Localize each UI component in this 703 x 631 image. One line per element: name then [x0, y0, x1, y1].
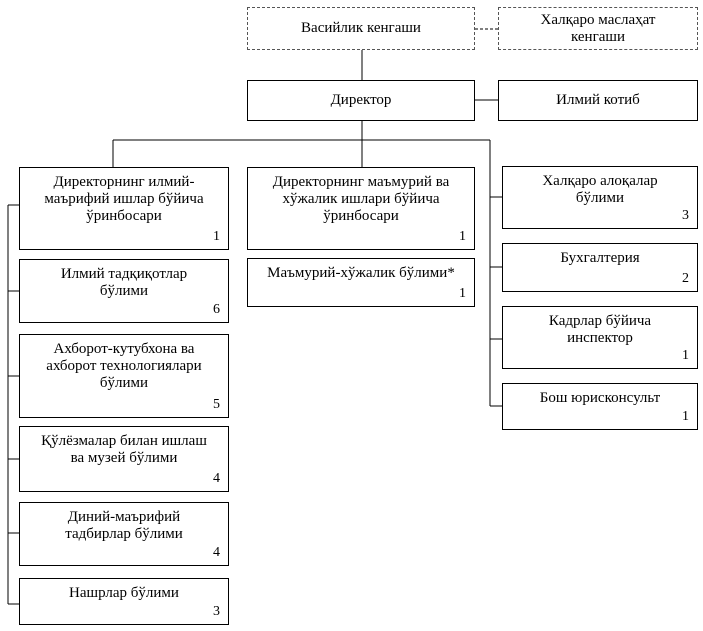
scientific-secretary-box: Илмий котиб [498, 80, 698, 121]
left-dept-label: Қўлёзмалар билан ишлаш ва музей бўлими [41, 433, 207, 466]
deputy-science-count: 1 [213, 229, 220, 244]
right-dept-box: Бухгалтерия 2 [502, 243, 698, 292]
left-dept-count: 6 [213, 302, 220, 317]
deputy-science-label: Директорнинг илмий- маърифий ишлар бўйич… [44, 174, 204, 224]
board-of-trustees-box: Васийлик кенгаши [247, 7, 475, 50]
left-dept-box: Илмий тадқиқотлар бўлими 6 [19, 259, 229, 323]
right-dept-box: Кадрлар бўйича инспектор 1 [502, 306, 698, 369]
left-dept-count: 4 [213, 471, 220, 486]
admin-dept-box: Маъмурий-хўжалик бўлими* 1 [247, 258, 475, 307]
right-dept-label: Бухгалтерия [560, 250, 640, 266]
director-box: Директор [247, 80, 475, 121]
left-dept-label: Диний-маърифий тадбирлар бўлими [65, 509, 183, 542]
right-dept-box: Бош юрисконсульт 1 [502, 383, 698, 430]
admin-dept-label: Маъмурий-хўжалик бўлими* [267, 265, 455, 281]
right-dept-label: Халқаро алоқалар бўлими [542, 173, 658, 206]
scientific-secretary-label: Илмий котиб [556, 92, 640, 108]
right-dept-box: Халқаро алоқалар бўлими 3 [502, 166, 698, 229]
left-dept-label: Илмий тадқиқотлар бўлими [60, 266, 188, 299]
deputy-admin-box: Директорнинг маъмурий ва хўжалик ишлари … [247, 167, 475, 250]
left-dept-box: Диний-маърифий тадбирлар бўлими 4 [19, 502, 229, 566]
left-dept-label: Нашрлар бўлими [69, 585, 179, 601]
right-dept-count: 1 [682, 409, 689, 424]
right-dept-label: Бош юрисконсульт [539, 390, 661, 406]
board-of-trustees-label: Васийлик кенгаши [301, 20, 421, 36]
left-dept-box: Ахборот-кутубхона ва ахборот технологиял… [19, 334, 229, 418]
deputy-admin-label: Директорнинг маъмурий ва хўжалик ишлари … [272, 174, 450, 224]
left-dept-count: 4 [213, 545, 220, 560]
right-dept-count: 2 [682, 271, 689, 286]
right-dept-count: 3 [682, 208, 689, 223]
international-council-box: Халқаро маслаҳат кенгаши [498, 7, 698, 50]
left-dept-box: Нашрлар бўлими 3 [19, 578, 229, 625]
left-dept-box: Қўлёзмалар билан ишлаш ва музей бўлими 4 [19, 426, 229, 492]
left-dept-count: 5 [213, 397, 220, 412]
admin-dept-count: 1 [459, 286, 466, 301]
right-dept-count: 1 [682, 348, 689, 363]
international-council-label: Халқаро маслаҳат кенгаши [540, 11, 656, 45]
director-label: Директор [330, 92, 392, 108]
deputy-admin-count: 1 [459, 229, 466, 244]
left-dept-label: Ахборот-кутубхона ва ахборот технологиял… [46, 341, 202, 391]
deputy-science-box: Директорнинг илмий- маърифий ишлар бўйич… [19, 167, 229, 250]
left-dept-count: 3 [213, 604, 220, 619]
right-dept-label: Кадрлар бўйича инспектор [548, 313, 652, 346]
